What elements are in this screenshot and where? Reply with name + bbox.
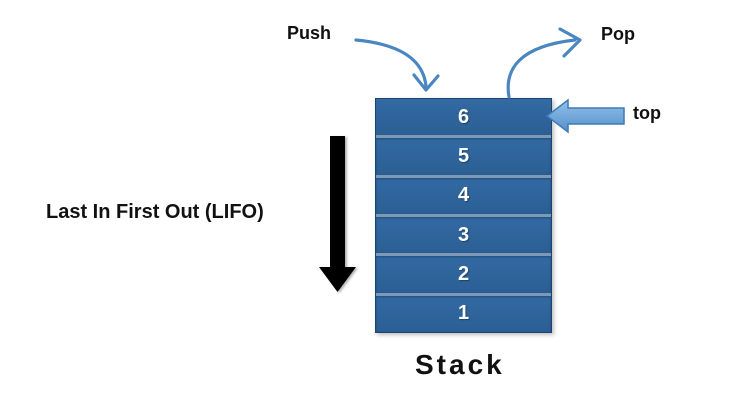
stack-cell: 2 [376, 253, 551, 293]
stack-cell-value: 1 [457, 302, 470, 325]
stack-cell-value: 6 [457, 105, 470, 128]
pop-arrow-icon [506, 27, 582, 99]
stack-cell: 4 [376, 174, 551, 214]
top-label: top [633, 103, 661, 123]
stack-title: Stack [415, 349, 505, 380]
stack-cell-value: 2 [457, 262, 470, 285]
stack-cell: 6 [376, 99, 551, 136]
stack: 6 5 4 3 2 1 [375, 98, 552, 333]
pop-label: Pop [601, 24, 635, 44]
stack-cell-value: 5 [457, 144, 470, 167]
top-pointer-arrow-icon [545, 98, 625, 134]
lifo-label: Last In First Out (LIFO) [46, 201, 264, 223]
push-label: Push [287, 23, 332, 43]
stack-cell-value: 4 [457, 184, 470, 207]
stack-cell: 5 [376, 135, 551, 175]
push-arrow-icon [354, 38, 440, 92]
stack-cell: 3 [376, 213, 551, 254]
stack-cell-value: 3 [457, 223, 470, 246]
stack-cell: 1 [376, 292, 551, 332]
lifo-direction-arrow-icon [319, 136, 356, 292]
